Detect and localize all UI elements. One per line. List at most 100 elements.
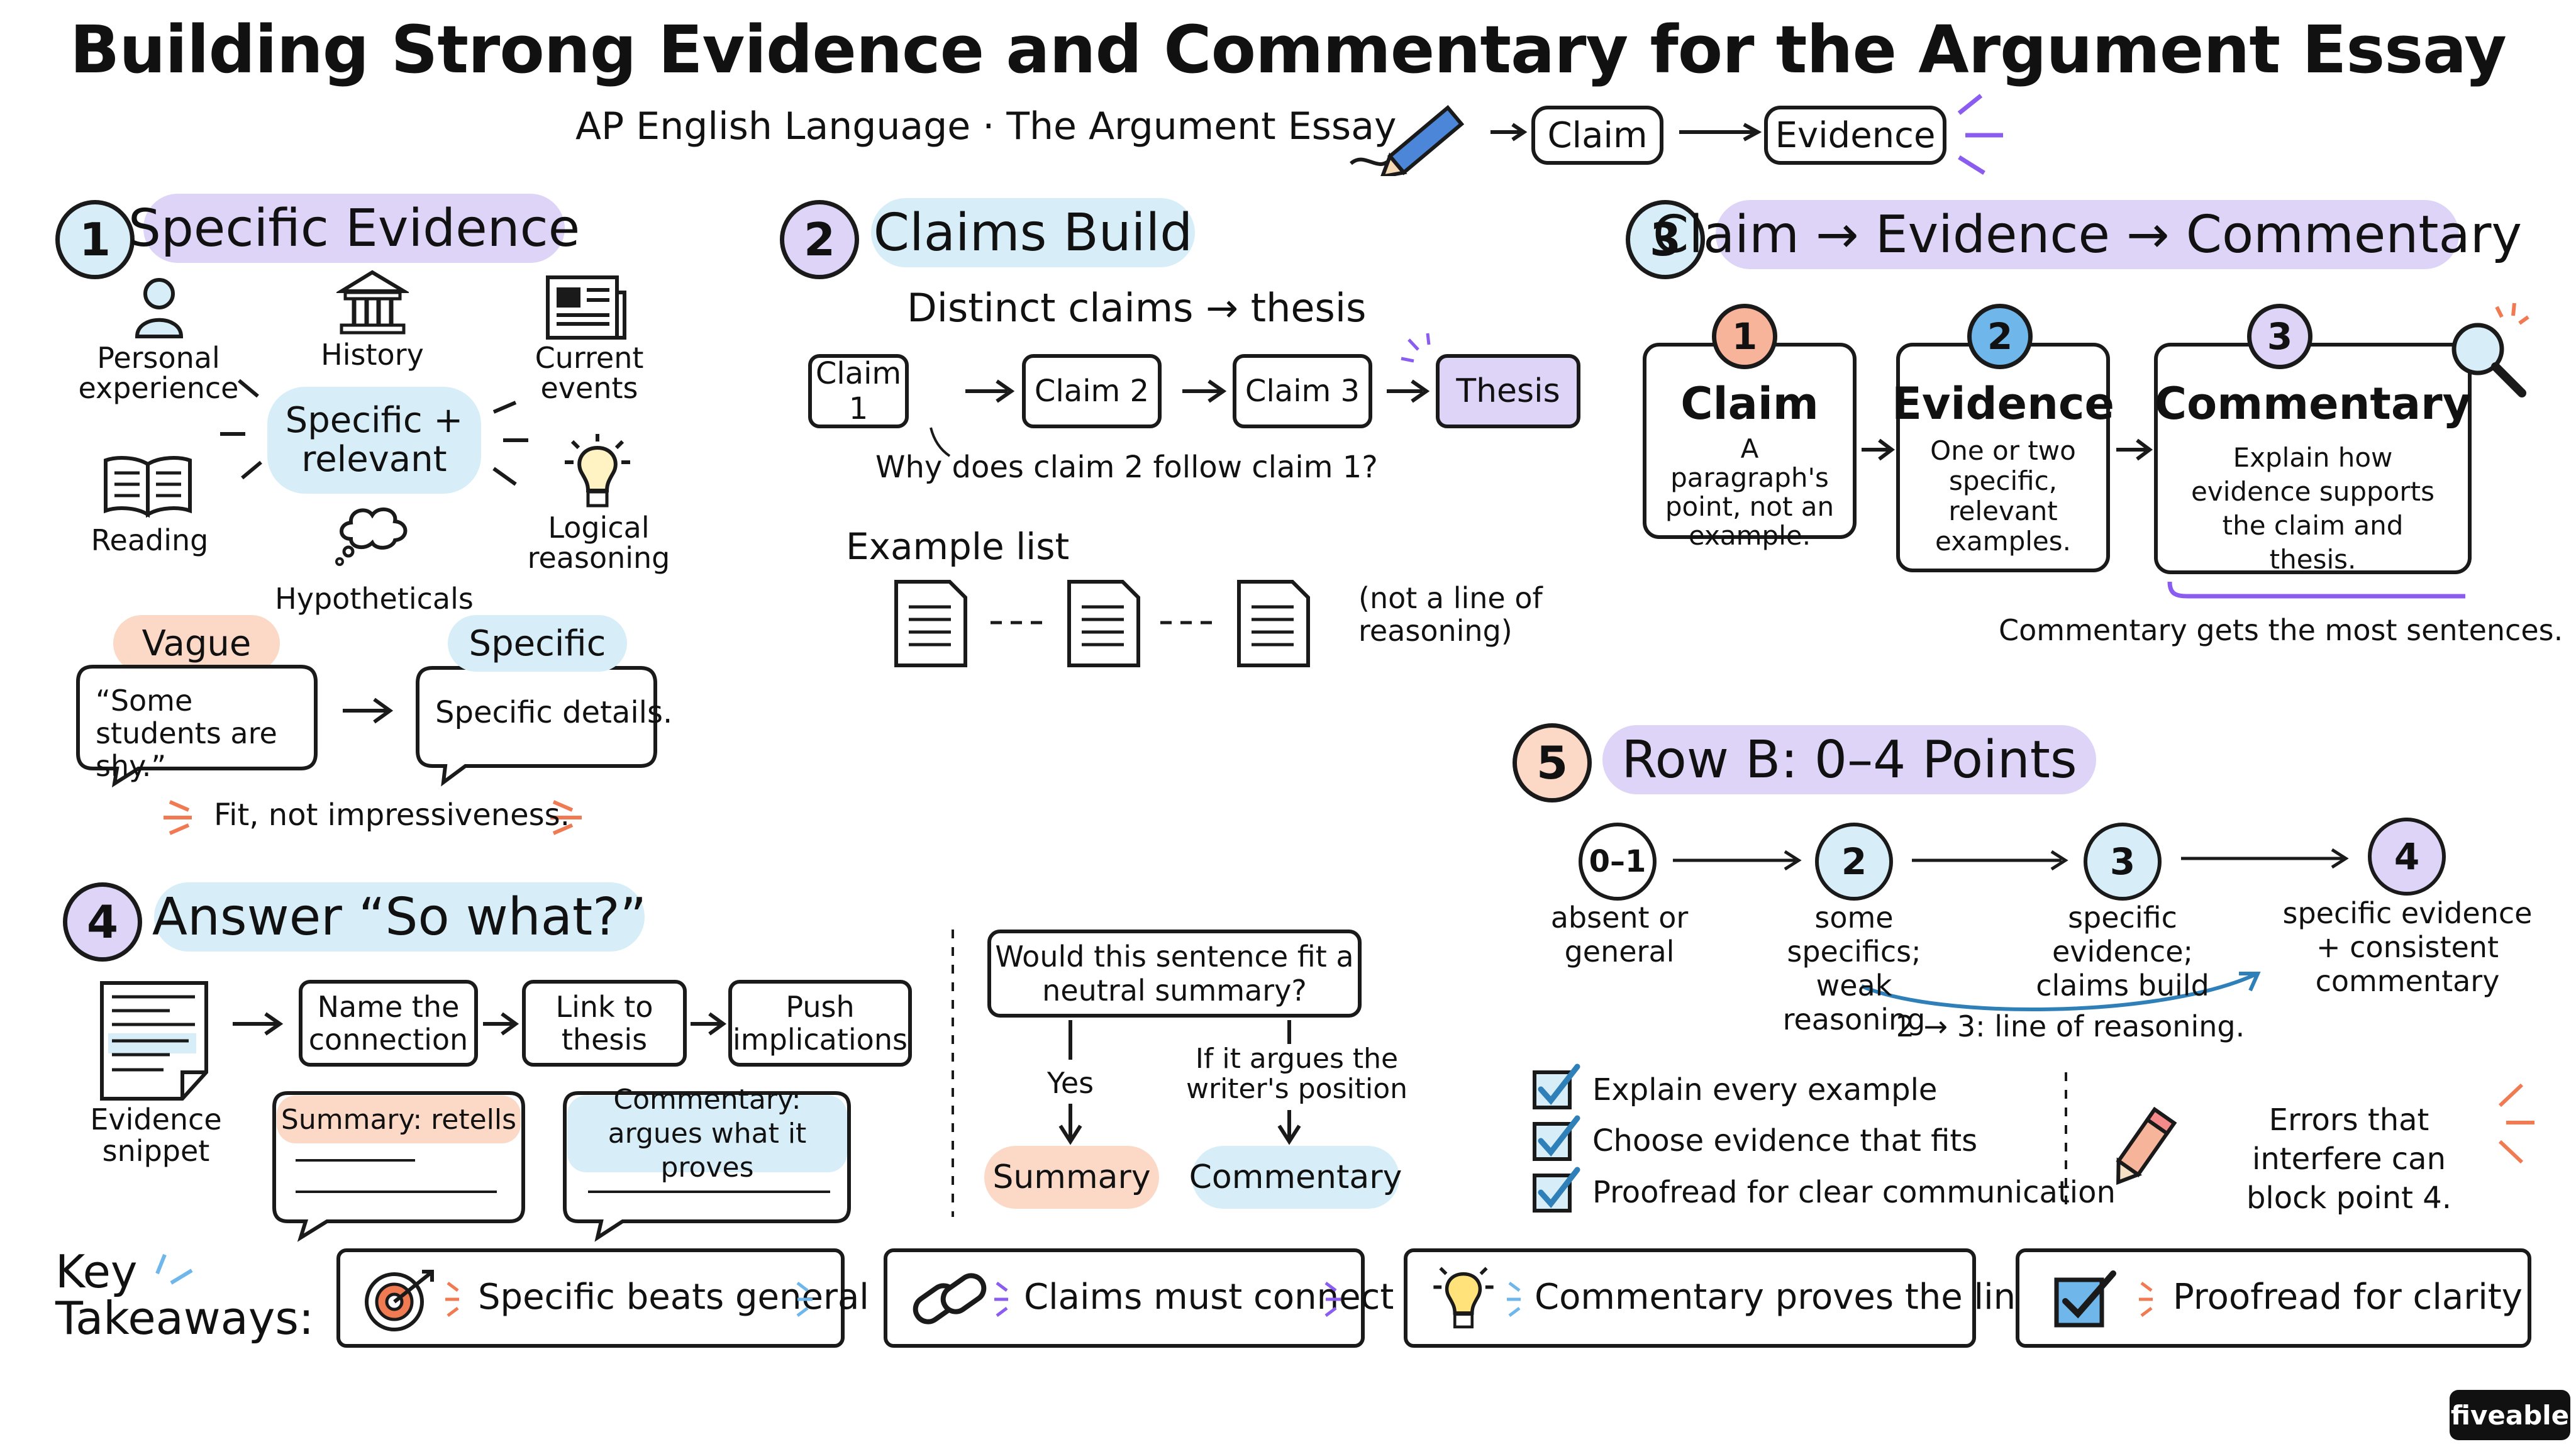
summary-result: Summary	[984, 1146, 1159, 1209]
lightbulb-icon	[565, 434, 630, 508]
claim-2-box: Claim 2	[1022, 354, 1162, 428]
page-subtitle: AP English Language · The Argument Essay	[575, 104, 1397, 148]
checklist-item-2: Choose evidence that fits	[1592, 1123, 1978, 1158]
cec-commentary-text: Explain how evidence supports the claim …	[2191, 442, 2434, 575]
name-connection-box: Name the connection	[299, 980, 478, 1067]
source-current-events: Current events	[535, 341, 644, 405]
takeaway-commentary	[1404, 1248, 1976, 1348]
page-title: Building Strong Evidence and Commentary …	[70, 11, 2507, 88]
summary-bubble-label: Summary: retells	[277, 1096, 521, 1143]
fiveable-logo: fiveable	[2450, 1390, 2570, 1440]
person-icon	[135, 278, 184, 338]
header-evidence-box: Evidence	[1764, 106, 1946, 165]
header-claim-box: Claim	[1531, 106, 1663, 165]
section2-subtitle: Distinct claims → thesis	[907, 285, 1367, 331]
score-4-label: specific evidence + consistent commentar…	[2282, 896, 2533, 998]
fit-note: Fit, not impressiveness.	[214, 797, 570, 833]
newspaper-icon	[546, 275, 626, 340]
section4-number: 4	[63, 882, 142, 962]
source-personal-experience: Personal experience	[78, 341, 239, 405]
commentary-bubble-label: Commentary: argues what it proves	[567, 1084, 847, 1184]
commentary-result: Commentary	[1189, 1146, 1402, 1209]
source-history: History	[321, 338, 424, 372]
score-2-circle: 2	[1815, 823, 1893, 901]
claim-1-box: Claim 1	[808, 354, 909, 428]
vague-label: Vague	[113, 615, 280, 672]
lightbulb-icon	[1433, 1267, 1494, 1329]
section2-number: 2	[780, 200, 859, 279]
cec-evidence-title: Evidence	[1892, 378, 2114, 430]
magnifier-icon	[2451, 303, 2529, 397]
checkbox-icon	[2054, 1270, 2116, 1328]
argues-label: If it argues the writer's position	[1186, 1043, 1407, 1105]
takeaway-proofread-text: Proofread for clarity	[2173, 1277, 2523, 1318]
vague-example-text: “Some students are shy.”	[96, 684, 277, 783]
errors-note: Errors that interfere can block point 4.	[2246, 1102, 2452, 1216]
checklist-item-1: Explain every example	[1592, 1072, 1938, 1108]
cec-claim-number: 1	[1712, 304, 1777, 369]
cec-claim-title: Claim	[1680, 378, 1819, 430]
claim-3-box: Claim 3	[1233, 354, 1372, 428]
section3-number: 3	[1626, 200, 1705, 279]
score-3-label: specific evidence; claims build	[2036, 901, 2209, 1002]
accent-marks-icon	[1957, 94, 2003, 175]
yes-label: Yes	[1046, 1066, 1094, 1100]
cec-evidence-box: Evidence One or two specific, relevant e…	[1892, 343, 2114, 572]
pencil-icon	[2116, 1106, 2177, 1185]
source-hypotheticals: Hypotheticals	[275, 582, 474, 616]
section4-title: Answer “So what?”	[152, 882, 647, 952]
flow-arrow-icon	[1491, 123, 1528, 142]
claims-question: Why does claim 2 follow claim 1?	[875, 450, 1378, 485]
cec-claim-box: Claim A paragraph's point, not an exampl…	[1643, 343, 1857, 550]
score-0-1-label: absent or general	[1550, 901, 1689, 969]
thesis-box: Thesis	[1436, 354, 1580, 428]
score-3-circle: 3	[2084, 823, 2162, 901]
pencil-icon	[1349, 104, 1465, 176]
takeaway-commentary-text: Commentary proves the link	[1535, 1277, 2036, 1318]
specific-relevant-hub: Specific + relevant	[267, 387, 481, 494]
evidence-snippet-icon	[100, 981, 208, 1101]
chain-link-icon	[913, 1273, 987, 1324]
link-thesis-box: Link to thesis	[522, 980, 687, 1067]
checklist-item-3: Proofread for clear communication	[1592, 1175, 2116, 1210]
section3-title: Claim → Evidence → Commentary	[1653, 200, 2522, 269]
example-list-note: (not a line of reasoning)	[1358, 581, 1543, 648]
target-icon	[365, 1270, 434, 1331]
example-list-title: Example list	[846, 525, 1070, 568]
specific-label: Specific	[448, 615, 627, 672]
score-2-label: some specifics; weak reasoning	[1782, 901, 1926, 1036]
score-4-circle: 4	[2368, 818, 2446, 896]
source-reading: Reading	[91, 523, 209, 557]
cec-commentary-number: 3	[2247, 304, 2312, 369]
section2-title: Claims Build	[871, 198, 1195, 267]
line-of-reasoning-note: 2 → 3: line of reasoning.	[1896, 1009, 2245, 1043]
section5-title: Row B: 0–4 Points	[1602, 725, 2096, 794]
cec-commentary-title: Commentary	[2154, 378, 2472, 430]
book-icon	[104, 456, 192, 518]
score-0-1-circle: 0–1	[1579, 823, 1657, 901]
section1-number: 1	[55, 200, 135, 279]
neutral-summary-question: Would this sentence fit a neutral summar…	[987, 930, 1362, 1018]
specific-example-text: Specific details.	[435, 695, 673, 730]
cec-commentary-box: Commentary Explain how evidence supports…	[2154, 343, 2472, 575]
key-takeaways-label: Key Takeaways:	[55, 1245, 314, 1345]
section1-title: Specific Evidence	[128, 194, 580, 263]
cec-evidence-text: One or two specific, relevant examples.	[1930, 435, 2076, 557]
cec-evidence-number: 2	[1967, 304, 2033, 369]
evidence-snippet-label: Evidence snippet	[90, 1102, 222, 1168]
cec-claim-text: A paragraph's point, not an example.	[1665, 433, 1835, 551]
thought-cloud-icon	[335, 508, 408, 566]
flow-arrow-icon	[1679, 123, 1762, 142]
section5-number: 5	[1513, 723, 1592, 802]
